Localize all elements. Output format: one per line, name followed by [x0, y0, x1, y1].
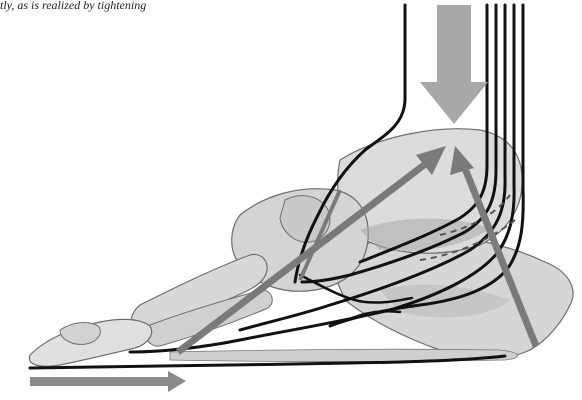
ground-reaction-arrow	[30, 371, 186, 392]
body-weight-arrow	[420, 5, 488, 124]
foot-skeleton	[29, 129, 573, 367]
